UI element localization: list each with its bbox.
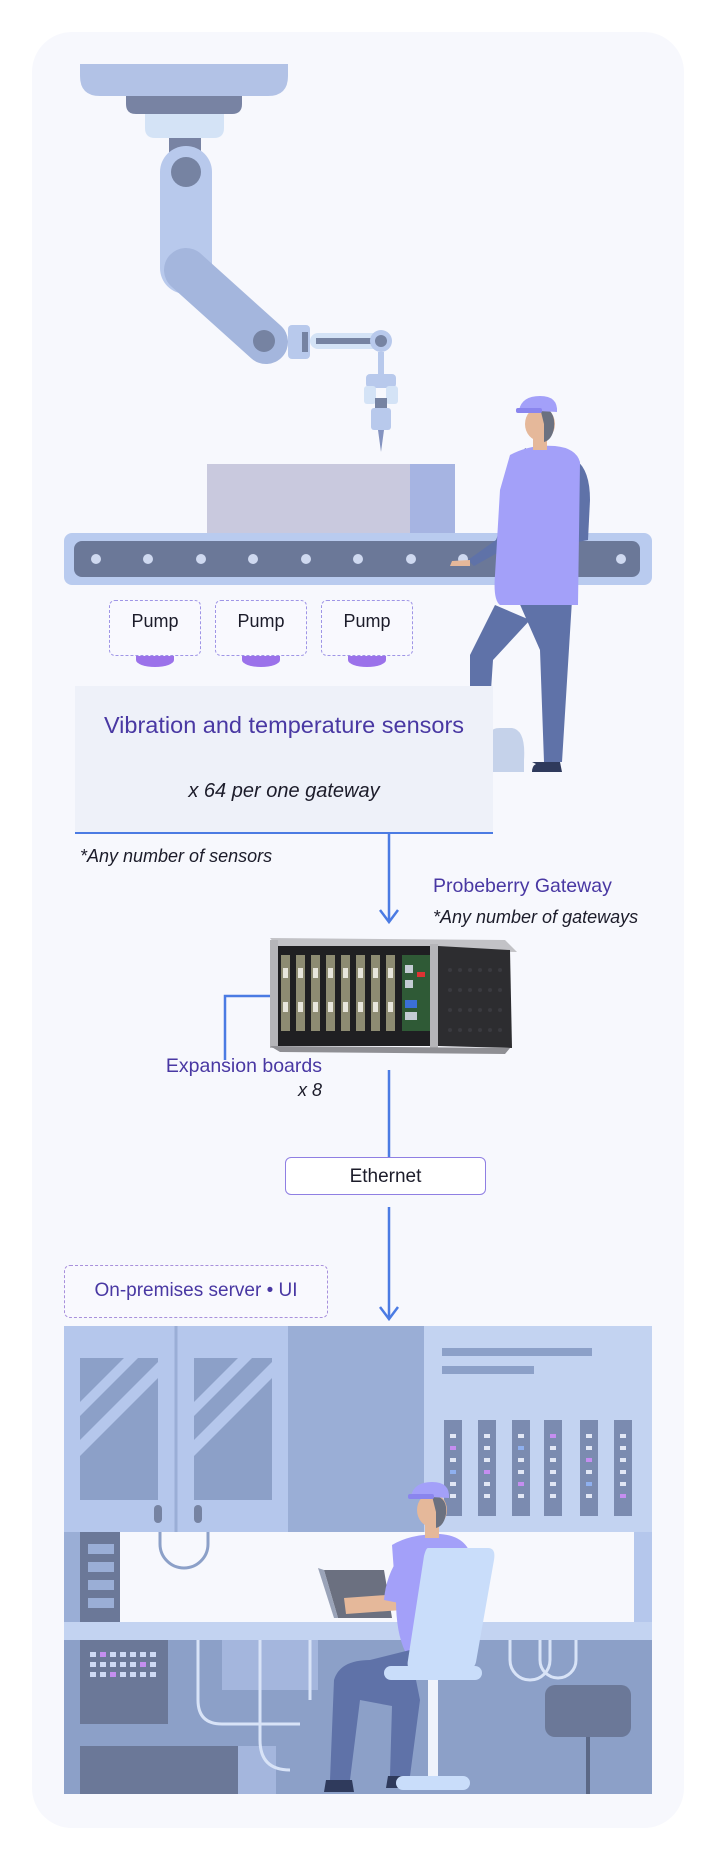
pump-label: Pump (237, 611, 285, 631)
ethernet-box: Ethernet (285, 1157, 486, 1195)
sensors-title: Vibration and temperature sensors (103, 712, 465, 738)
server-ui-box: On-premises server • UI (64, 1265, 328, 1318)
pump-label: Pump (131, 611, 179, 631)
operator-with-laptop-illustration (318, 1482, 495, 1792)
expansion-boards-label: Expansion boards (165, 1055, 322, 1077)
pump-box: Pump (215, 600, 307, 656)
connector-lines (223, 834, 399, 1322)
sensors-any-number-note: *Any number of sensors (80, 846, 273, 866)
ethernet-label: Ethernet (349, 1166, 422, 1187)
control-room-illustration (64, 1326, 652, 1794)
robot-arm-illustration (80, 64, 398, 452)
gateway-title: Probeberry Gateway (433, 875, 612, 897)
pump-label: Pump (343, 611, 391, 631)
pump-box: Pump (321, 600, 413, 656)
factory-worker-illustration (450, 396, 590, 772)
server-ui-label: On-premises server • UI (94, 1280, 298, 1301)
expansion-boards-count: x 8 (297, 1080, 322, 1100)
gateway-any-number-note: *Any number of gateways (433, 907, 639, 927)
sensors-count-note: x 64 per one gateway (188, 780, 380, 802)
gateway-rack-device-image (270, 938, 517, 1054)
sensors-panel: Vibration and temperature sensors x 64 p… (75, 686, 493, 834)
pump-box: Pump (109, 600, 201, 656)
